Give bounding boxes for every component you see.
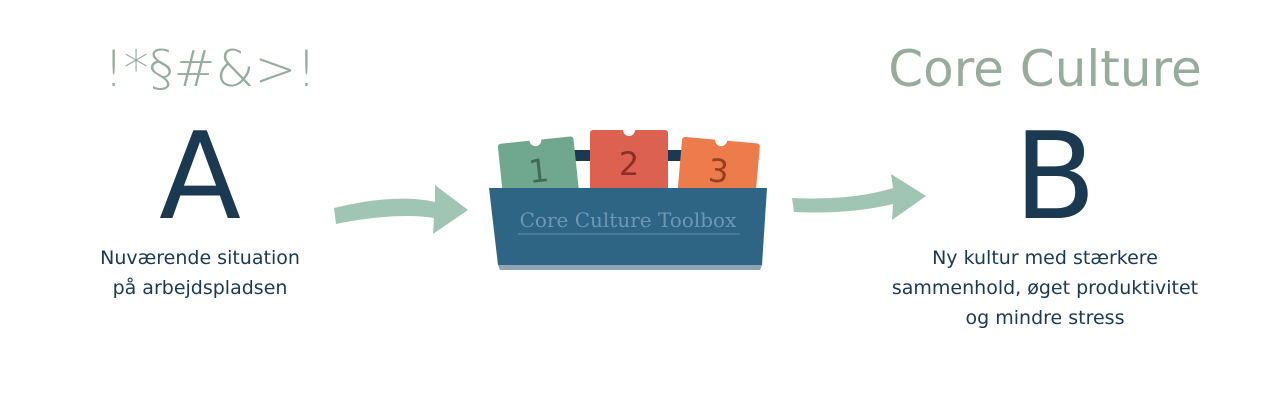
card-1-number: 1 <box>527 151 551 191</box>
end-letter: B <box>1013 108 1097 247</box>
end-caption: Ny kultur med stærkere sammenhold, øget … <box>860 243 1230 333</box>
toolbox-body <box>489 188 767 265</box>
end-caption-line-2: sammenhold, øget produktivitet <box>891 277 1199 299</box>
chaos-symbols: !*§#&>! <box>103 40 317 98</box>
arrow-to-toolbox-icon <box>334 185 468 234</box>
toolbox-label: Core Culture Toolbox <box>520 208 737 232</box>
toolbox-illustration: 1 2 3 Core Culture Toolbox <box>489 124 767 270</box>
start-letter: A <box>158 108 242 247</box>
card-3-number: 3 <box>707 151 731 191</box>
start-caption-line-1: Nuværende situation <box>100 247 300 269</box>
start-caption: Nuværende situation på arbejdspladsen <box>60 243 340 303</box>
start-caption-line-2: på arbejdspladsen <box>112 277 288 299</box>
end-caption-line-3: og mindre stress <box>965 307 1125 329</box>
core-culture-heading: Core Culture <box>888 40 1202 98</box>
arrow-to-result-icon <box>792 174 926 220</box>
end-caption-line-1: Ny kultur med stærkere <box>932 247 1158 269</box>
card-2-number: 2 <box>619 145 639 183</box>
